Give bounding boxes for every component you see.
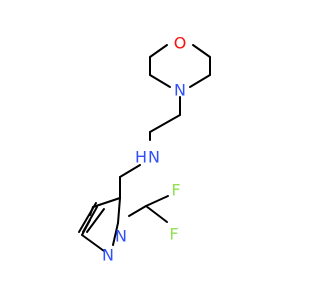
pyrazole-n1-label: N: [115, 227, 127, 246]
bond: [82, 206, 98, 233]
bond: [128, 205, 147, 217]
bond: [89, 206, 94, 216]
bond: [117, 197, 121, 224]
bond: [92, 197, 121, 208]
bond: [189, 74, 211, 88]
bond: [86, 208, 105, 233]
bond: [149, 114, 181, 133]
molecule-structure: O N N H N N F F: [78, 34, 211, 265]
bond: [81, 234, 105, 252]
fluorine-1-label: F: [171, 181, 180, 200]
fluorine-2-label: F: [169, 225, 178, 244]
bond: [192, 44, 211, 58]
morpholine-oxygen-label: O: [174, 34, 187, 53]
pyrazole-n2-label: N: [102, 246, 114, 265]
atom-labels: O N N H N N F F: [102, 34, 186, 265]
bond: [119, 164, 141, 178]
bond: [145, 195, 169, 207]
bond-lines: [78, 44, 211, 252]
bond: [149, 74, 171, 88]
morpholine-nitrogen-label: N: [174, 81, 186, 100]
amine-hydrogen-label: H: [135, 148, 147, 167]
amine-nitrogen-label: N: [148, 148, 160, 167]
bond: [145, 205, 168, 223]
bond: [112, 222, 119, 246]
bond: [149, 44, 168, 58]
